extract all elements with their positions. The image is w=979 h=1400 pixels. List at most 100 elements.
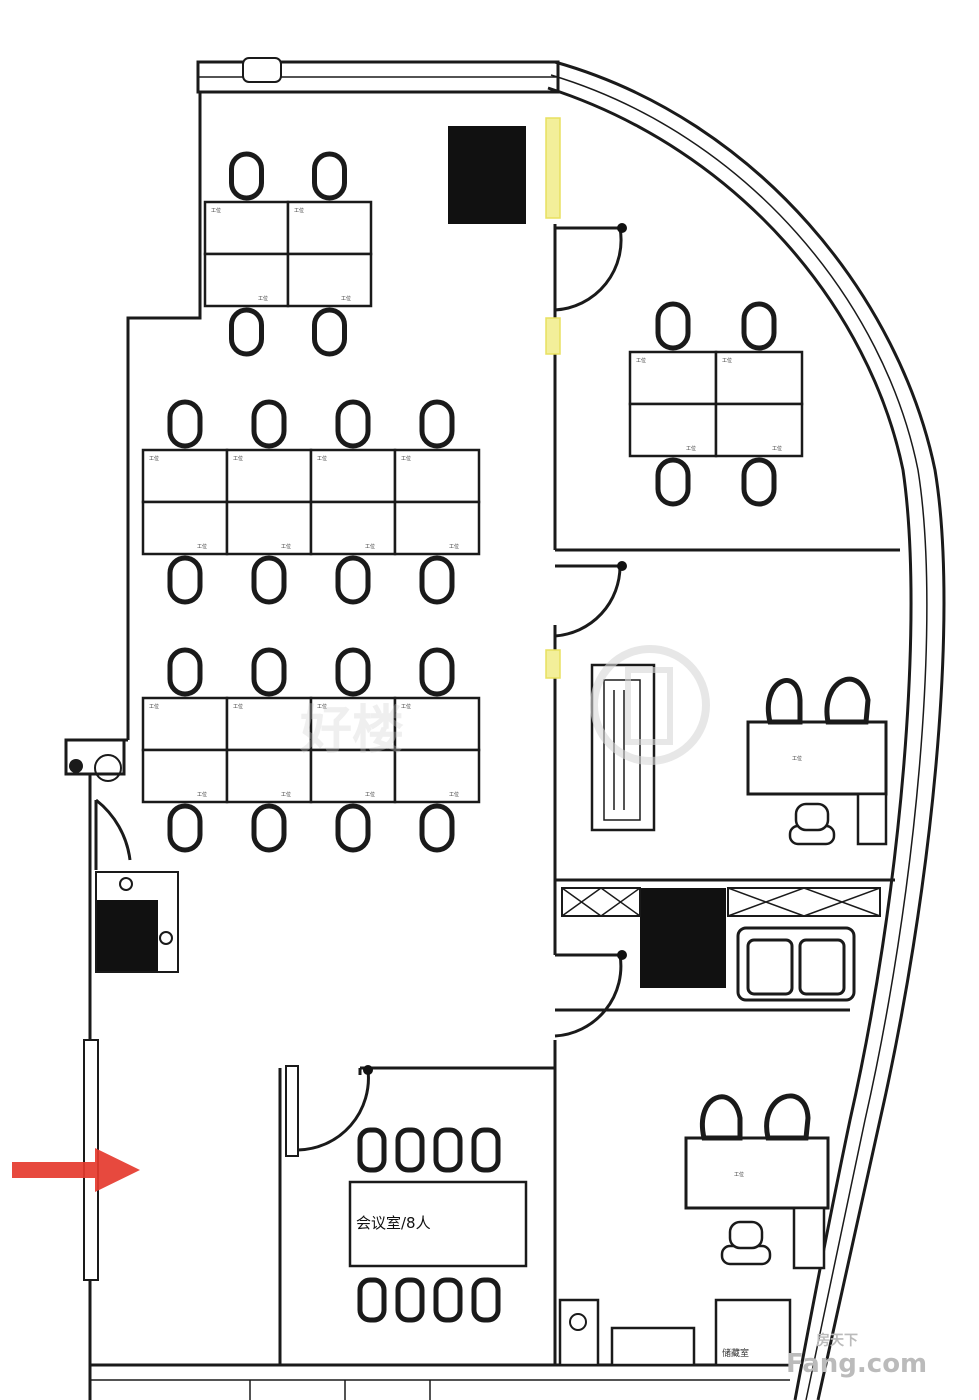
- office-desk: [746, 720, 888, 796]
- desk: [393, 748, 481, 804]
- chair: [419, 555, 455, 605]
- meeting-door-leaf: [285, 1065, 299, 1157]
- desk-tag: 工位: [294, 207, 304, 214]
- chair: [251, 803, 287, 853]
- door-swing-meeting: [297, 1068, 370, 1152]
- desk-tag: 工位: [281, 543, 291, 550]
- door-jamb-highlight: [545, 317, 561, 355]
- visitor-chair: [764, 1093, 811, 1141]
- desk-tag: 工位: [211, 207, 221, 214]
- desk: [225, 748, 313, 804]
- chair: [741, 457, 777, 507]
- chair: [419, 803, 455, 853]
- meeting-chair: [357, 1127, 387, 1173]
- chair: [229, 307, 264, 357]
- curved-facade-mid: [550, 74, 928, 1400]
- core-frame-west: [95, 871, 179, 973]
- door-swing-office: [554, 564, 622, 638]
- chair: [167, 803, 203, 853]
- bookcase: [590, 663, 656, 832]
- office-desk-tag: 工位: [734, 1171, 744, 1178]
- chair: [419, 647, 455, 697]
- door-hinge: [617, 950, 627, 960]
- door-swing-north: [554, 226, 623, 312]
- manager-office-upper: 工位: [590, 663, 888, 846]
- desk: [286, 252, 373, 308]
- desk: [628, 402, 718, 458]
- meeting-table: [348, 1180, 528, 1268]
- desk-tag: 工位: [636, 357, 646, 364]
- meeting-chair: [395, 1127, 425, 1173]
- chair: [335, 803, 371, 853]
- desk: [141, 448, 229, 504]
- desk: [309, 500, 397, 556]
- curved-facade-inner: [547, 86, 913, 1400]
- meeting-chair: [395, 1277, 425, 1323]
- desk: [714, 350, 804, 406]
- visitor-chair: [699, 1094, 743, 1141]
- desk: [203, 200, 290, 256]
- watermark-text: 好楼: [299, 701, 404, 761]
- desk-tag: 工位: [317, 703, 327, 710]
- desk-tag: 工位: [772, 445, 782, 452]
- desk: [141, 696, 229, 752]
- chair: [167, 647, 203, 697]
- desk: [393, 500, 481, 556]
- chair: [312, 151, 347, 201]
- core-shaft-mid: [640, 888, 726, 988]
- storage-cabinets: [561, 887, 881, 917]
- door-jamb-highlight: [545, 117, 561, 219]
- core-ring: [119, 877, 133, 891]
- visitor-chair: [824, 676, 871, 725]
- curved-facade-outer: [554, 60, 946, 1400]
- door-hinge: [617, 561, 627, 571]
- desk-tag: 工位: [401, 703, 411, 710]
- desk: [714, 402, 804, 458]
- chair: [167, 555, 203, 605]
- core-shaft-west: [96, 900, 158, 972]
- entrance-arrow: [12, 1148, 140, 1192]
- chair: [251, 399, 287, 449]
- desk-tag: 工位: [233, 703, 243, 710]
- chair: [251, 647, 287, 697]
- pantry-counter: [610, 1326, 696, 1367]
- pillar-fan: [94, 754, 122, 782]
- wall-west-upper: [126, 92, 202, 740]
- meeting-room: 会议室/8人: [348, 1127, 528, 1323]
- desk-tag: 工位: [281, 791, 291, 798]
- brand-main-text: Fang.com: [786, 1349, 927, 1379]
- desk: [203, 252, 290, 308]
- desk-tag: 工位: [686, 445, 696, 452]
- desk-tag: 工位: [722, 357, 732, 364]
- pantry-sink: [558, 1298, 600, 1367]
- pillar-dot: [69, 759, 83, 773]
- window-column: [242, 57, 282, 83]
- desk: [309, 448, 397, 504]
- desk-tag: 工位: [449, 791, 459, 798]
- brand-small-text: 房天下: [816, 1332, 858, 1349]
- door-swing-mid: [554, 953, 623, 1038]
- chair: [655, 457, 691, 507]
- chair: [335, 555, 371, 605]
- door-swing-west: [94, 798, 132, 870]
- desk: [141, 748, 229, 804]
- workstations: 工位工位工位工位工位工位工位工位工位工位工位工位工位工位工位工位工位工位工位工位…: [141, 151, 804, 853]
- manager-office-lower: 工位: [684, 1093, 830, 1270]
- desk-tag: 工位: [341, 295, 351, 302]
- meeting-chair: [357, 1277, 387, 1323]
- meeting-chairs: [357, 1127, 501, 1323]
- desk-tag: 工位: [401, 455, 411, 462]
- meeting-room-label: 会议室/8人: [356, 1214, 431, 1232]
- desk-tag: 工位: [449, 543, 459, 550]
- core-shaft-top: [448, 126, 526, 224]
- desk-tag: 工位: [149, 455, 159, 462]
- chair: [229, 151, 264, 201]
- chair: [335, 399, 371, 449]
- desk-tag: 工位: [149, 703, 159, 710]
- chair: [251, 555, 287, 605]
- desk: [309, 696, 397, 752]
- desk: [141, 500, 229, 556]
- desk: [286, 200, 373, 256]
